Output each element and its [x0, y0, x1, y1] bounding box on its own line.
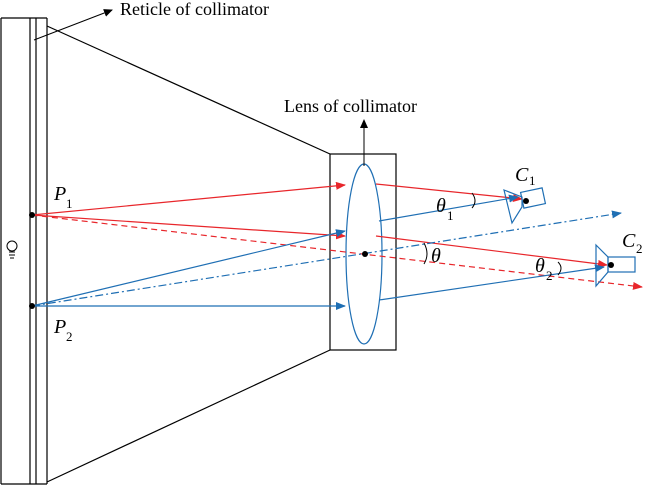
theta1-arc: [471, 192, 476, 209]
svg-text:2: 2: [546, 268, 553, 283]
svg-text:2: 2: [66, 329, 73, 344]
p1-label: P 1: [53, 183, 73, 211]
red-rays: [31, 181, 643, 290]
svg-text:P: P: [53, 183, 66, 205]
lens-box: [329, 153, 397, 351]
theta-arc: [423, 242, 428, 265]
svg-text:P: P: [53, 316, 66, 338]
collimator-housing: [46, 25, 331, 483]
theta-label: θ: [431, 245, 441, 267]
reticle-label: Reticle of collimator: [120, 0, 269, 19]
camera-c2-icon: [595, 243, 636, 288]
reticle: [29, 18, 48, 484]
light-bulb-icon: [6, 240, 18, 259]
svg-text:θ: θ: [535, 255, 545, 277]
svg-text:1: 1: [447, 208, 454, 223]
p2-point: [29, 303, 35, 309]
c2-label: C 2: [622, 230, 643, 256]
reticle-label-arrow: [33, 9, 113, 41]
theta2-label: θ 2: [535, 255, 553, 283]
p2-label: P 2: [53, 316, 73, 344]
svg-text:C: C: [515, 164, 529, 186]
svg-text:1: 1: [66, 196, 73, 211]
blue-rays: [31, 194, 622, 310]
light-source-plate: [0, 17, 47, 485]
lens-center-point: [362, 251, 368, 257]
svg-text:θ: θ: [431, 245, 441, 267]
theta1-label: θ 1: [436, 195, 454, 223]
theta2-arc: [557, 261, 562, 276]
svg-text:1: 1: [529, 173, 536, 188]
svg-text:C: C: [622, 230, 636, 252]
c1-label: C 1: [515, 164, 536, 188]
svg-text:θ: θ: [436, 195, 446, 217]
lens-label: Lens of collimator: [284, 96, 417, 116]
p1-point: [29, 212, 35, 218]
svg-text:2: 2: [636, 241, 643, 256]
camera-c1-icon: [503, 187, 547, 225]
